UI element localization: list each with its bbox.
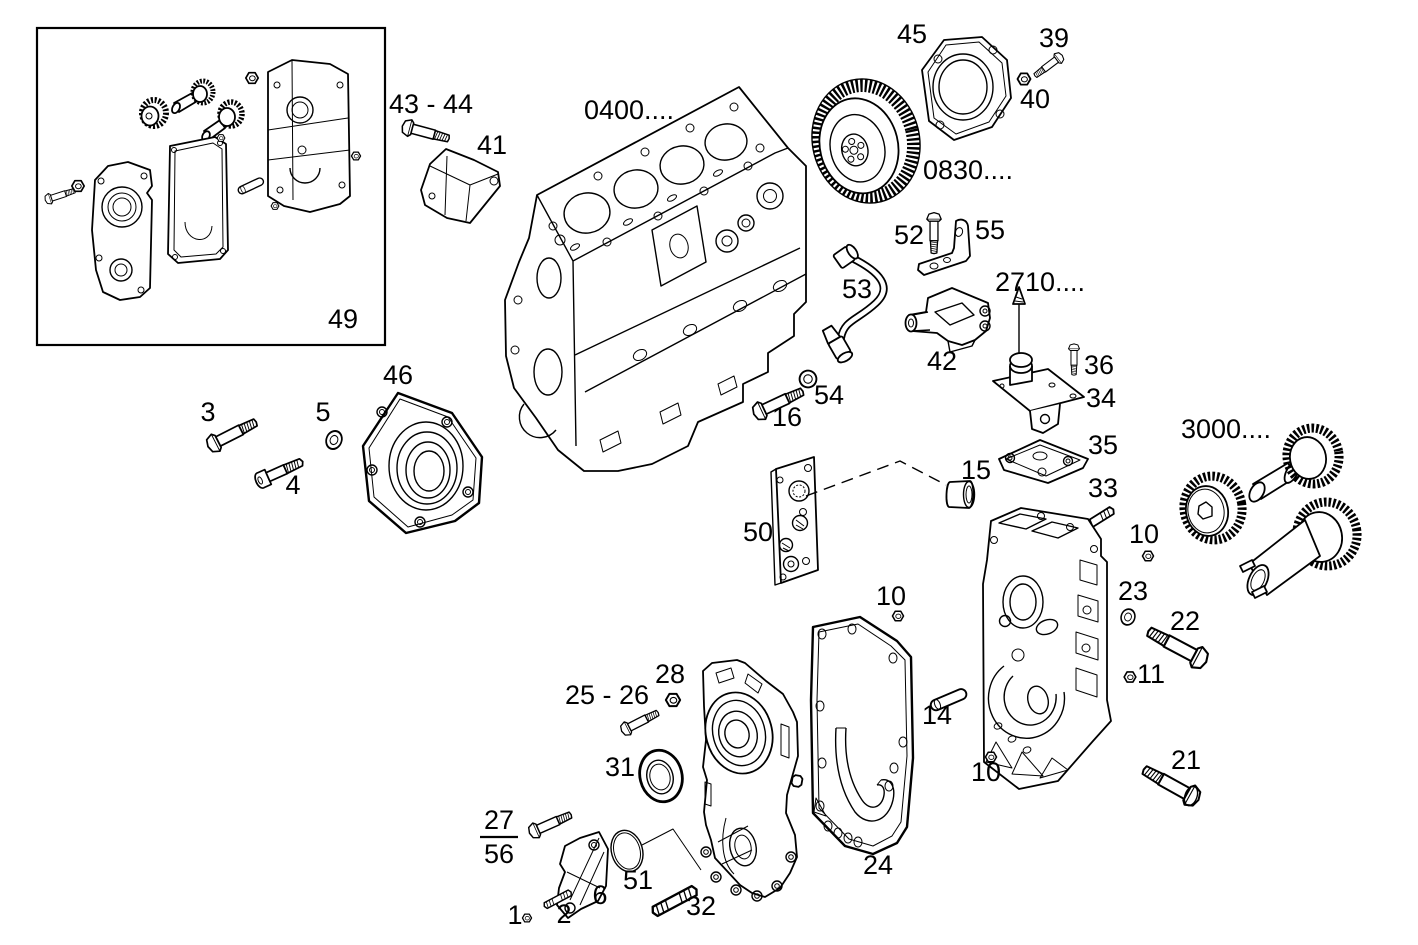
callout-54: 54 — [814, 380, 844, 410]
inset-nut-icon — [216, 134, 226, 142]
inset-cover-plate — [91, 161, 153, 301]
cover-plate-46 — [361, 391, 484, 535]
callout-31: 31 — [605, 752, 635, 782]
inset-gasket — [167, 136, 229, 264]
callout-1: 1 — [507, 900, 522, 930]
callout-15: 15 — [961, 455, 991, 485]
inset-nut-icon — [350, 151, 362, 161]
oil-pump-drive-gear-icon — [139, 97, 169, 129]
callout-50: 50 — [743, 517, 773, 547]
callout-51: 51 — [623, 865, 653, 895]
callout-14: 14 — [922, 700, 952, 730]
callout-10-gasket: 10 — [876, 581, 906, 611]
callout-55: 55 — [975, 215, 1005, 245]
callout-42: 42 — [927, 346, 957, 376]
washer-5-icon — [322, 427, 346, 453]
callout-39: 39 — [1039, 23, 1069, 53]
leader-line-15 — [805, 460, 947, 497]
washer-23-icon — [1118, 606, 1138, 628]
callout-35: 35 — [1088, 430, 1118, 460]
bracket-55 — [917, 218, 971, 276]
callout-34: 34 — [1086, 383, 1116, 413]
plug-25-26-icon — [617, 705, 663, 739]
callout-11: 11 — [1137, 659, 1165, 689]
callout-10-upper: 10 — [1129, 519, 1159, 549]
gasket-24 — [809, 615, 915, 856]
callout-21: 21 — [1171, 745, 1201, 775]
callout-27: 27 — [484, 805, 514, 835]
callout-25-26: 25 - 26 — [565, 680, 649, 710]
inset-timing-case — [267, 59, 351, 213]
nut-10-gasket-icon — [891, 610, 905, 622]
seal-ring-31 — [638, 748, 684, 804]
callout-4: 4 — [285, 470, 300, 500]
camshaft-gear-icon — [201, 99, 245, 142]
nut-40-icon — [1016, 72, 1032, 86]
nut-1-icon — [521, 913, 533, 923]
callout-10-lower: 10 — [971, 757, 1001, 787]
bolt-36-icon — [1068, 343, 1080, 376]
inset-nut-icon — [244, 71, 260, 85]
callout-0830: 0830.... — [923, 155, 1013, 185]
callout-3: 3 — [200, 397, 215, 427]
callout-2710: 2710.... — [995, 267, 1085, 297]
hollow-shaft-gear-icon — [1239, 497, 1362, 599]
bolt-39-icon — [1030, 49, 1067, 82]
bolt-43-44-icon — [399, 117, 453, 148]
inset-bolt-icon — [43, 184, 78, 206]
bushing-15 — [945, 480, 976, 509]
callout-32: 32 — [686, 891, 716, 921]
bolt-52-icon — [926, 211, 942, 255]
callout-2: 2 — [556, 899, 571, 929]
flywheel-ring-gear — [811, 78, 921, 204]
o-ring-51 — [610, 828, 702, 873]
bolt-21 — [1137, 758, 1205, 811]
callout-24: 24 — [863, 850, 893, 880]
inset-nut-icon — [270, 202, 280, 210]
deck-bolt-holes — [548, 102, 765, 251]
callout-56: 56 — [484, 839, 514, 869]
cover-plate-45 — [921, 36, 1012, 141]
idler-gear-icon — [1179, 471, 1247, 545]
callout-28: 28 — [655, 659, 685, 689]
inset-pin-icon — [236, 176, 266, 196]
callout-23: 23 — [1118, 576, 1148, 606]
idler-gear-shaft-icon — [171, 78, 216, 115]
callout-0400: 0400.... — [584, 95, 674, 125]
hose-53 — [821, 243, 888, 364]
callout-43-44: 43 - 44 — [389, 89, 473, 119]
callout-53: 53 — [842, 274, 872, 304]
gear-set-3000 — [1179, 423, 1362, 599]
drive-shaft-gear-icon — [1248, 423, 1344, 503]
callout-22: 22 — [1170, 606, 1200, 636]
nut-11-icon — [1123, 671, 1137, 683]
nut-10-upper-icon — [1141, 550, 1155, 562]
callout-40: 40 — [1020, 84, 1050, 114]
inset-box-49 — [35, 26, 387, 347]
cover-plate-50 — [770, 456, 819, 586]
bracket-42 — [904, 287, 991, 353]
callout-36: 36 — [1084, 350, 1114, 380]
timing-case-housing — [982, 507, 1112, 790]
callout-3000: 3000.... — [1181, 414, 1271, 444]
arrow-2710-icon — [1012, 286, 1026, 357]
callout-16: 16 — [772, 402, 802, 432]
front-cover — [700, 659, 804, 902]
callout-6: 6 — [592, 880, 607, 910]
callout-5: 5 — [315, 397, 330, 427]
nut-28-icon — [664, 692, 682, 708]
engine-block — [504, 86, 807, 472]
bracket-41 — [420, 148, 501, 224]
inset-nut-icon — [70, 179, 86, 193]
callout-52: 52 — [894, 220, 924, 250]
support-plate-34 — [992, 352, 1085, 434]
bracket-35 — [998, 439, 1089, 484]
callout-45: 45 — [897, 19, 927, 49]
callout-49: 49 — [328, 304, 358, 334]
callout-41: 41 — [477, 130, 507, 160]
callout-46: 46 — [383, 360, 413, 390]
bolt-27-56-icon — [525, 806, 576, 842]
callout-33: 33 — [1088, 473, 1118, 503]
